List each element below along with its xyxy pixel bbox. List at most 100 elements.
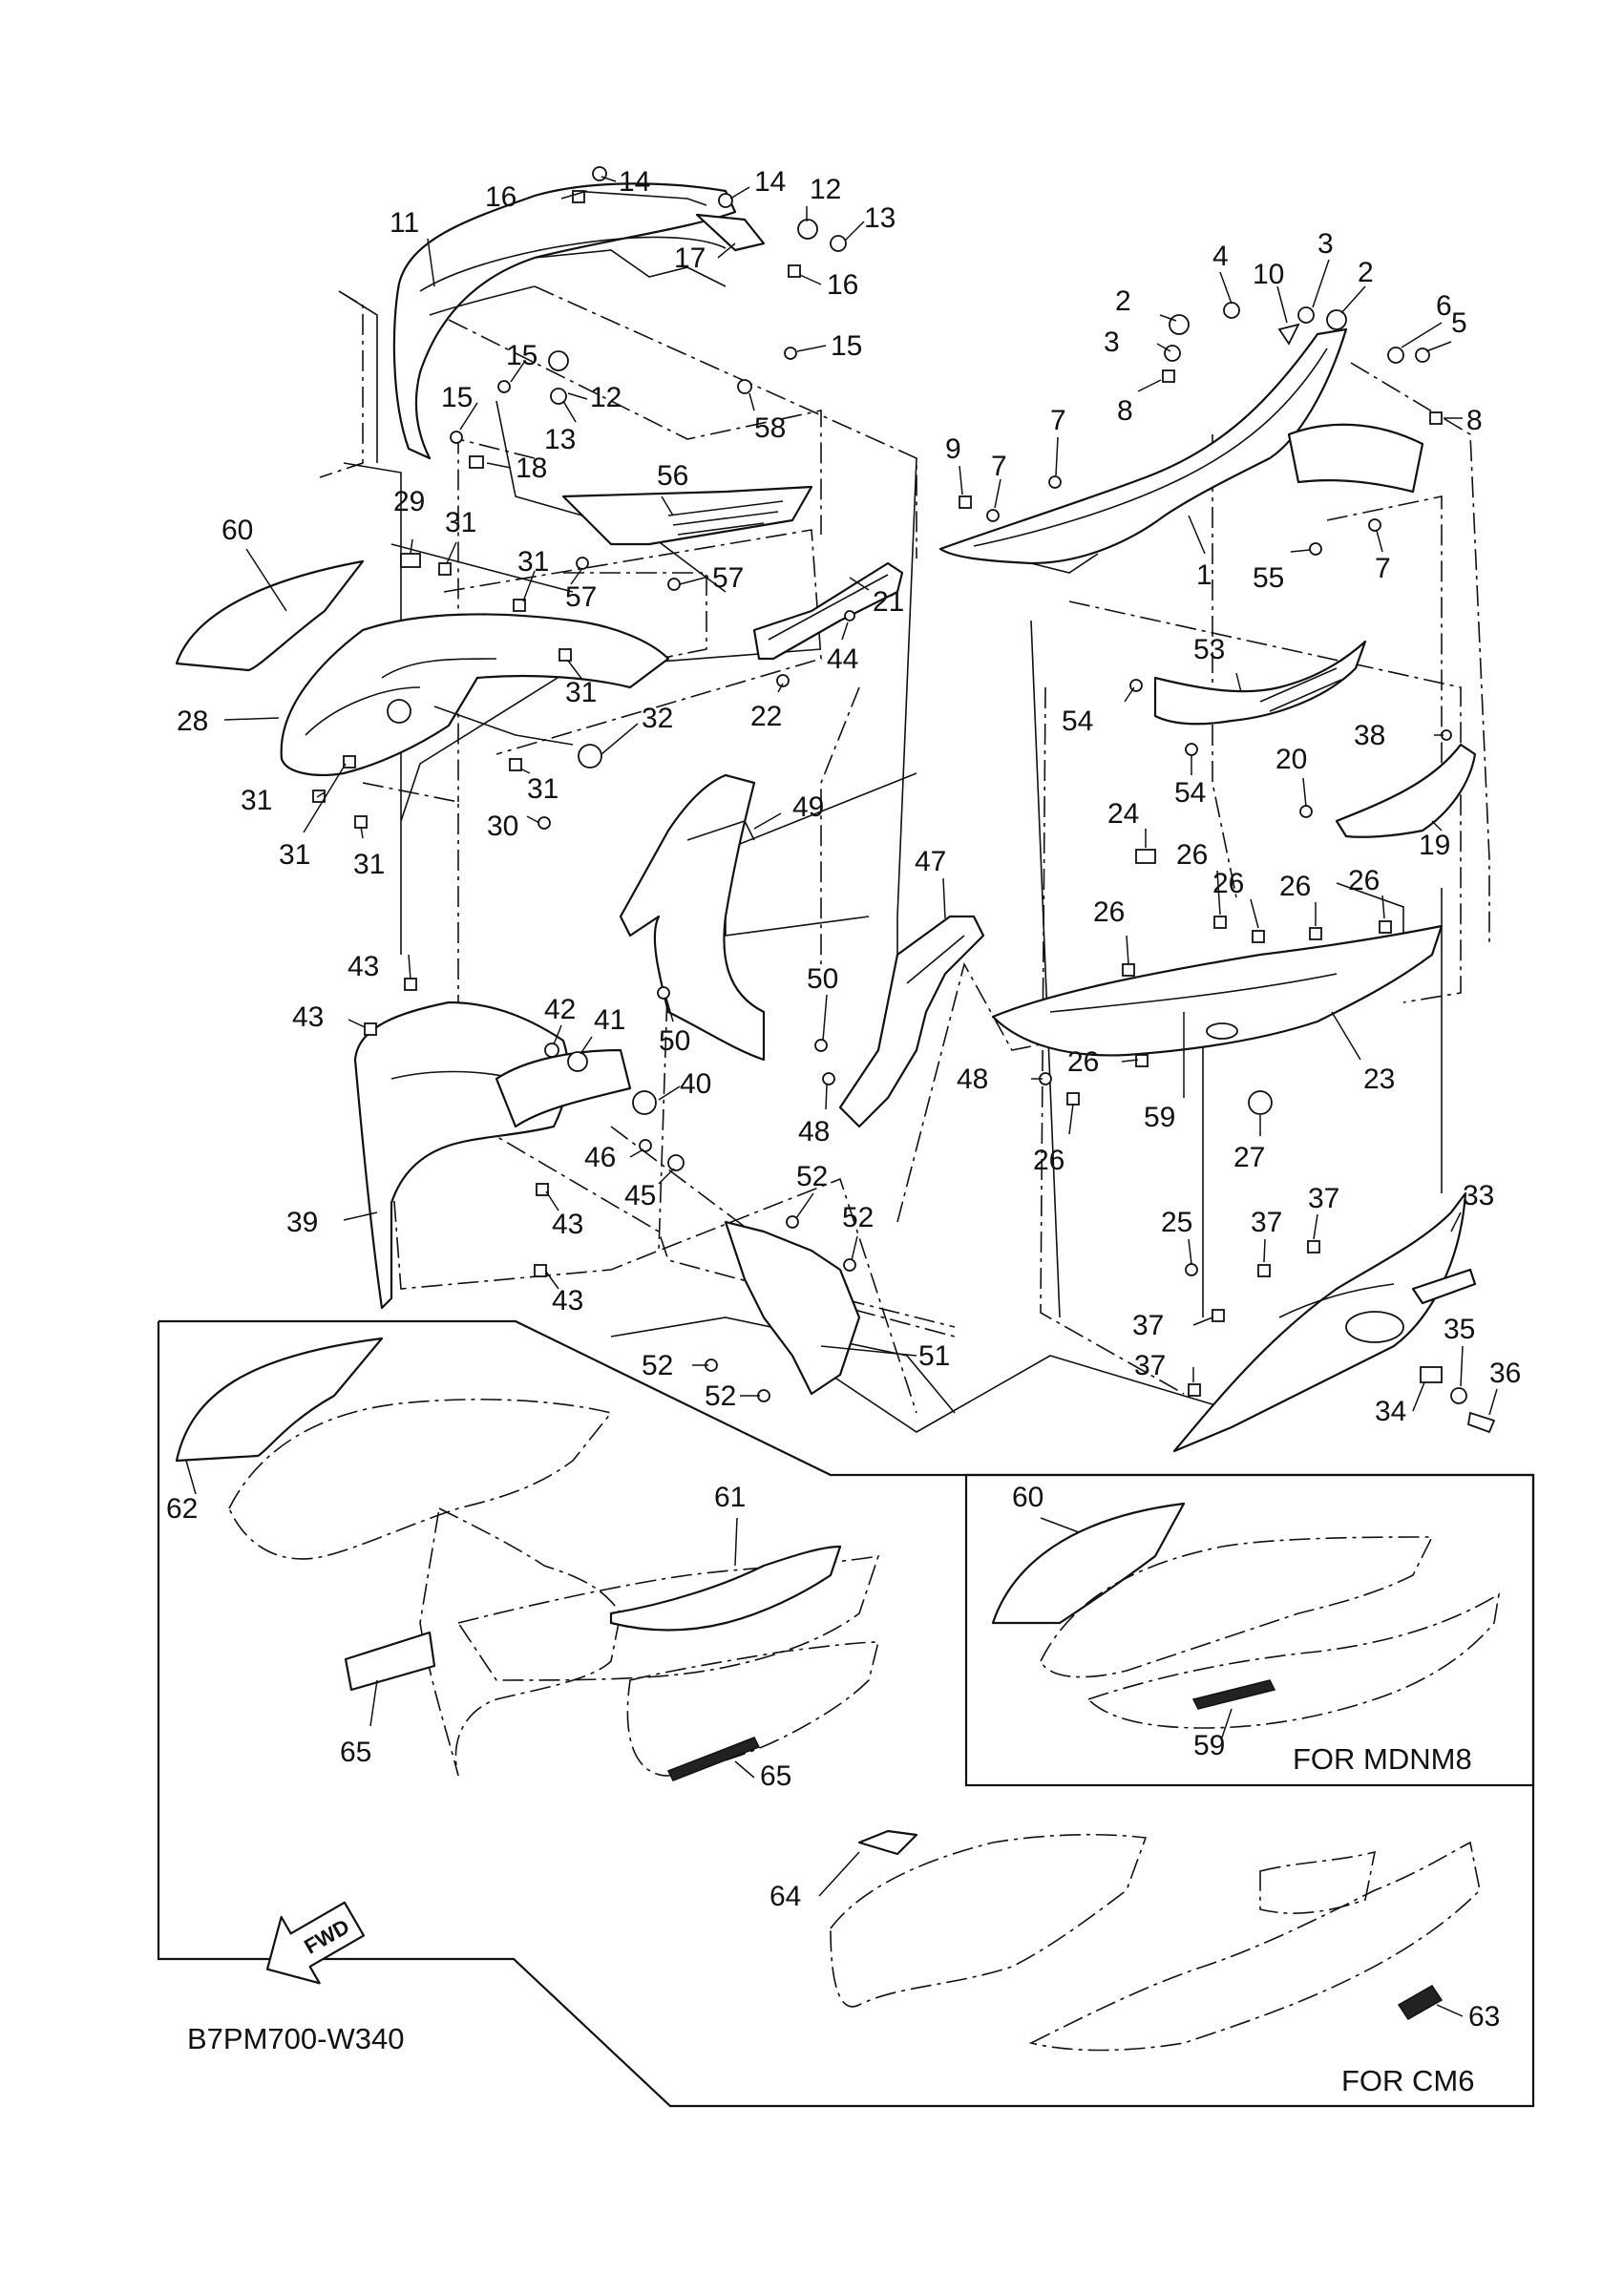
callout-8: 8	[1117, 395, 1133, 427]
callout-50: 50	[807, 963, 838, 995]
callout-60: 60	[221, 515, 253, 546]
callout-43: 43	[348, 951, 379, 982]
callout-12: 12	[590, 382, 622, 413]
variant-frame	[157, 1319, 1535, 2108]
callout-37: 37	[1134, 1350, 1166, 1381]
part-23-floor-board	[991, 924, 1444, 1057]
diagram-code: B7PM700-W340	[187, 2022, 404, 2055]
callout-54: 54	[1062, 706, 1093, 737]
callout-34: 34	[1375, 1396, 1406, 1427]
callout-31: 31	[241, 785, 272, 816]
callout-7: 7	[1375, 553, 1391, 584]
callout-26: 26	[1348, 865, 1380, 896]
callout-31: 31	[517, 546, 549, 578]
callout-10: 10	[1253, 259, 1284, 290]
part-53-small-grille	[1153, 640, 1367, 726]
part-49-center-piece	[619, 773, 766, 1062]
callout-21: 21	[873, 586, 904, 618]
callout-13: 13	[544, 424, 576, 455]
callout-54: 54	[1174, 777, 1206, 809]
callout-1: 1	[1196, 559, 1212, 591]
hardware-items	[312, 166, 1496, 1434]
callout-32: 32	[642, 703, 673, 734]
callout-30: 30	[487, 811, 518, 842]
callout-20: 20	[1275, 744, 1307, 775]
callout-15: 15	[506, 340, 537, 371]
callout-8: 8	[1466, 405, 1483, 436]
callout-2: 2	[1358, 257, 1374, 288]
part-19-rear-trim	[1335, 743, 1477, 838]
assembly-frame-lines	[338, 290, 1443, 1433]
callout-6: 6	[1436, 290, 1452, 322]
callout-23: 23	[1363, 1064, 1395, 1095]
callout-26: 26	[1033, 1145, 1064, 1176]
callout-63: 63	[1468, 2001, 1500, 2033]
callout-48: 48	[957, 1064, 988, 1095]
callout-7: 7	[1050, 405, 1066, 436]
callout-43: 43	[292, 1001, 324, 1033]
callout-26: 26	[1093, 896, 1125, 928]
callout-31: 31	[527, 773, 559, 805]
callout-50: 50	[659, 1025, 690, 1057]
variant-label-mdnm8: FOR MDNM8	[1293, 1742, 1472, 1776]
callout-16: 16	[827, 269, 858, 301]
callout-44: 44	[827, 643, 858, 675]
callout-48: 48	[798, 1116, 830, 1148]
callout-19: 19	[1419, 830, 1450, 861]
callout-31: 31	[279, 839, 310, 871]
callout-16: 16	[485, 181, 516, 213]
callout-37: 37	[1132, 1310, 1164, 1341]
callout-15: 15	[831, 330, 862, 362]
callout-17: 17	[674, 242, 706, 274]
callout-14: 14	[754, 166, 786, 198]
callout-31: 31	[565, 677, 597, 708]
callout-60: 60	[1012, 1482, 1043, 1513]
part-60-decal	[175, 559, 365, 672]
variant-cm6-parts	[818, 1829, 1481, 2052]
callout-22: 22	[750, 701, 782, 732]
callout-43: 43	[552, 1285, 583, 1317]
callout-52: 52	[642, 1350, 673, 1381]
callout-27: 27	[1233, 1142, 1265, 1173]
callout-40: 40	[680, 1068, 711, 1100]
callout-31: 31	[445, 507, 476, 538]
mdnm8-variant-box	[964, 1473, 1535, 1787]
callout-31: 31	[353, 849, 385, 880]
callout-15: 15	[441, 382, 473, 413]
callout-4: 4	[1212, 241, 1229, 272]
callout-41: 41	[594, 1004, 625, 1036]
callout-26: 26	[1067, 1046, 1099, 1078]
part-47-inner-panel-right	[838, 915, 985, 1128]
callout-46: 46	[584, 1142, 616, 1173]
callout-51: 51	[918, 1340, 950, 1372]
fwd-arrow-icon: FWD	[265, 1901, 366, 1985]
callout-64: 64	[769, 1881, 801, 1912]
callout-47: 47	[915, 846, 946, 877]
callout-36: 36	[1489, 1358, 1521, 1389]
callout-14: 14	[619, 166, 650, 198]
callout-38: 38	[1354, 720, 1385, 751]
callout-7: 7	[991, 451, 1007, 482]
callout-65: 65	[340, 1737, 371, 1768]
callout-5: 5	[1451, 307, 1467, 339]
callout-leaders	[223, 176, 1498, 1416]
part-1-side-cover	[938, 327, 1424, 574]
callout-2: 2	[1115, 285, 1131, 317]
callout-59: 59	[1144, 1102, 1175, 1133]
callout-3: 3	[1317, 228, 1334, 260]
callout-57: 57	[565, 581, 597, 613]
callout-3: 3	[1104, 326, 1120, 358]
callout-56: 56	[657, 460, 688, 492]
callout-61: 61	[714, 1482, 746, 1513]
callout-52: 52	[842, 1202, 874, 1233]
callout-43: 43	[552, 1209, 583, 1240]
callout-39: 39	[286, 1207, 318, 1238]
callout-58: 58	[754, 412, 786, 444]
callout-62: 62	[166, 1493, 198, 1525]
callout-12: 12	[810, 174, 841, 205]
callout-35: 35	[1444, 1314, 1475, 1345]
callout-13: 13	[864, 202, 896, 234]
part-51-lower-inner-cover	[724, 1220, 861, 1396]
callout-57: 57	[712, 562, 744, 594]
